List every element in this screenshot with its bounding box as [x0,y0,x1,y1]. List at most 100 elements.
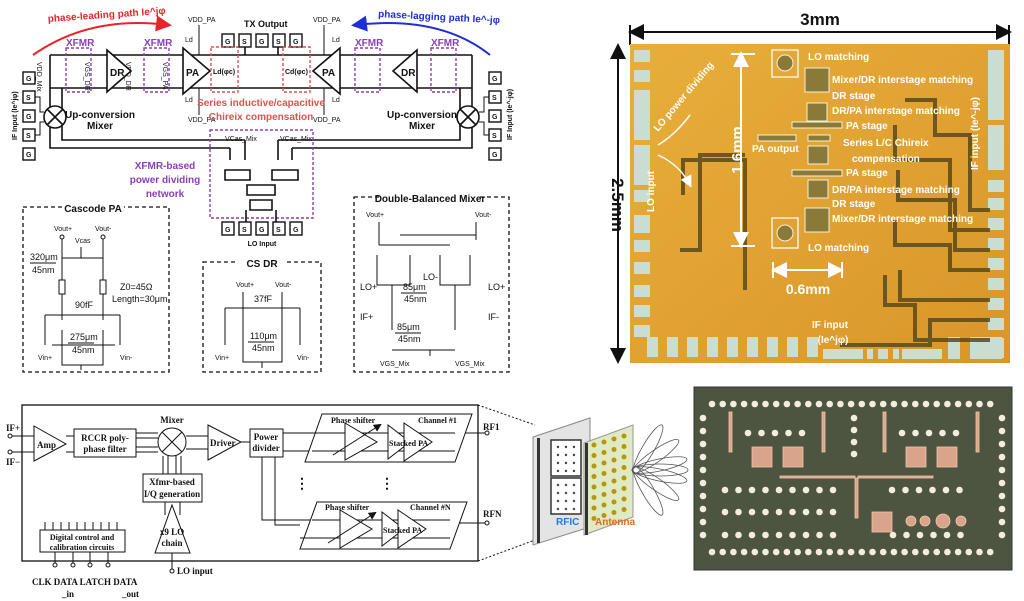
vout-n-label: Vout- [275,282,292,289]
chip-pad [998,466,1006,474]
pad-label: G [492,152,498,159]
cd-phi-label: Cd(φc) [285,69,308,76]
chip-pad [829,486,837,494]
width-label: 275μm [70,332,98,342]
mixer-right [456,105,480,129]
power-dividing-label: network [146,189,185,200]
antenna-element [611,468,617,473]
driver-label: DR [401,68,416,79]
chip-pad [933,548,940,556]
chip-pad [802,486,810,494]
chip-pad [744,429,752,437]
vdd-pa-label: VDD_PA [188,17,216,24]
length-label: 45nm [404,294,427,304]
chip-pad [944,548,951,556]
series-compensation-label: Chireix compensation [209,112,313,123]
chip-pad [976,400,983,408]
chip-pad [998,505,1006,513]
chip-pad [699,531,707,539]
chip-pad [889,531,897,539]
antenna-elements [591,433,627,521]
chip-pad [789,531,796,539]
ld-label: Ld [185,97,193,104]
stacked-pa-label: Stacked PA [383,526,422,535]
vgs-mix-label: VGS_Mix [455,361,485,368]
rfic-dot [556,507,560,511]
chip-pad [998,518,1006,526]
antenna-element [621,465,627,470]
chip-pad [847,400,855,408]
chip-pad [902,486,909,494]
xfmr-box [143,47,170,93]
chip-pad [794,548,801,556]
chip-pad [748,531,756,539]
chip-pad [954,548,962,556]
xfmr-box [354,47,381,93]
chip-pad [858,548,866,556]
chip-pad [998,492,1006,500]
chip-pad [805,400,812,408]
die-pad [988,258,1004,270]
width-label: 85μm [397,322,420,332]
ld-label: Ld [332,97,340,104]
chip-pad [721,508,729,516]
chip-pad [771,429,779,437]
lo-p-label: LO+ [488,282,505,292]
chip-pad [772,400,780,408]
chip-pad [794,400,801,408]
chip-pad [751,548,759,556]
antenna-element [591,516,597,521]
chip-pad [762,548,769,556]
if-n-label: IF- [488,312,499,322]
rfic-dot [556,461,560,465]
chip-pad [740,548,748,556]
antenna-element [621,433,627,439]
data-out-label: _out [121,589,139,599]
chip-pad [942,486,950,494]
chip-pad [965,400,973,408]
die-pad [893,349,899,359]
chip-pad [850,414,858,422]
rfic-dot [564,445,568,449]
vout-p-label: Vout+ [236,282,254,289]
chip-pad [998,414,1006,422]
pad-label: G [225,227,231,234]
if-p-label: IF+ [360,312,373,322]
vin-n-label: Vin- [297,355,310,362]
chip-pad [858,400,866,408]
antenna-element [611,499,617,505]
digital-control-label: calibration circuits [50,543,115,552]
vdd-pa-label: VDD_PA [313,17,341,24]
chip-pad [798,429,806,437]
chip-pad [850,426,858,434]
die-block-label: Mixer/DR interstage matching [832,75,973,86]
capacitor-label: 90fF [75,300,94,310]
mixer-label: Mixer [87,121,113,132]
vin-p-label: Vin+ [38,355,52,362]
lo-chain-label: chain [161,538,182,548]
pad-label: G [26,114,32,121]
antenna-element [611,436,617,442]
chip-pad [735,486,742,494]
length-label: 45nm [252,343,275,353]
channel-n: Phase shifter Channel #N Stacked PA RFN [299,501,502,550]
chip-pad [869,548,876,556]
die-block-label: PA stage [846,168,888,179]
pad-label: G [259,39,265,46]
chip-pad [922,400,930,408]
die-pads [634,50,1004,359]
die-pad [988,238,1004,250]
rfic-dot [556,453,560,457]
antenna-element [591,442,597,448]
digital-control-label: Digital control and [50,533,115,542]
pa-output-label: PA output [752,144,799,155]
rccr-label: phase filter [83,444,126,454]
channel-label: Channel #1 [418,416,457,425]
amp-label: Amp [37,440,56,450]
antenna-element [591,505,597,511]
chip-pads [699,400,1006,556]
chip-pad [837,548,844,556]
rfic-dot [572,453,576,457]
pad-label: G [492,76,498,83]
stacked-pa-label: Stacked PA [389,439,428,448]
